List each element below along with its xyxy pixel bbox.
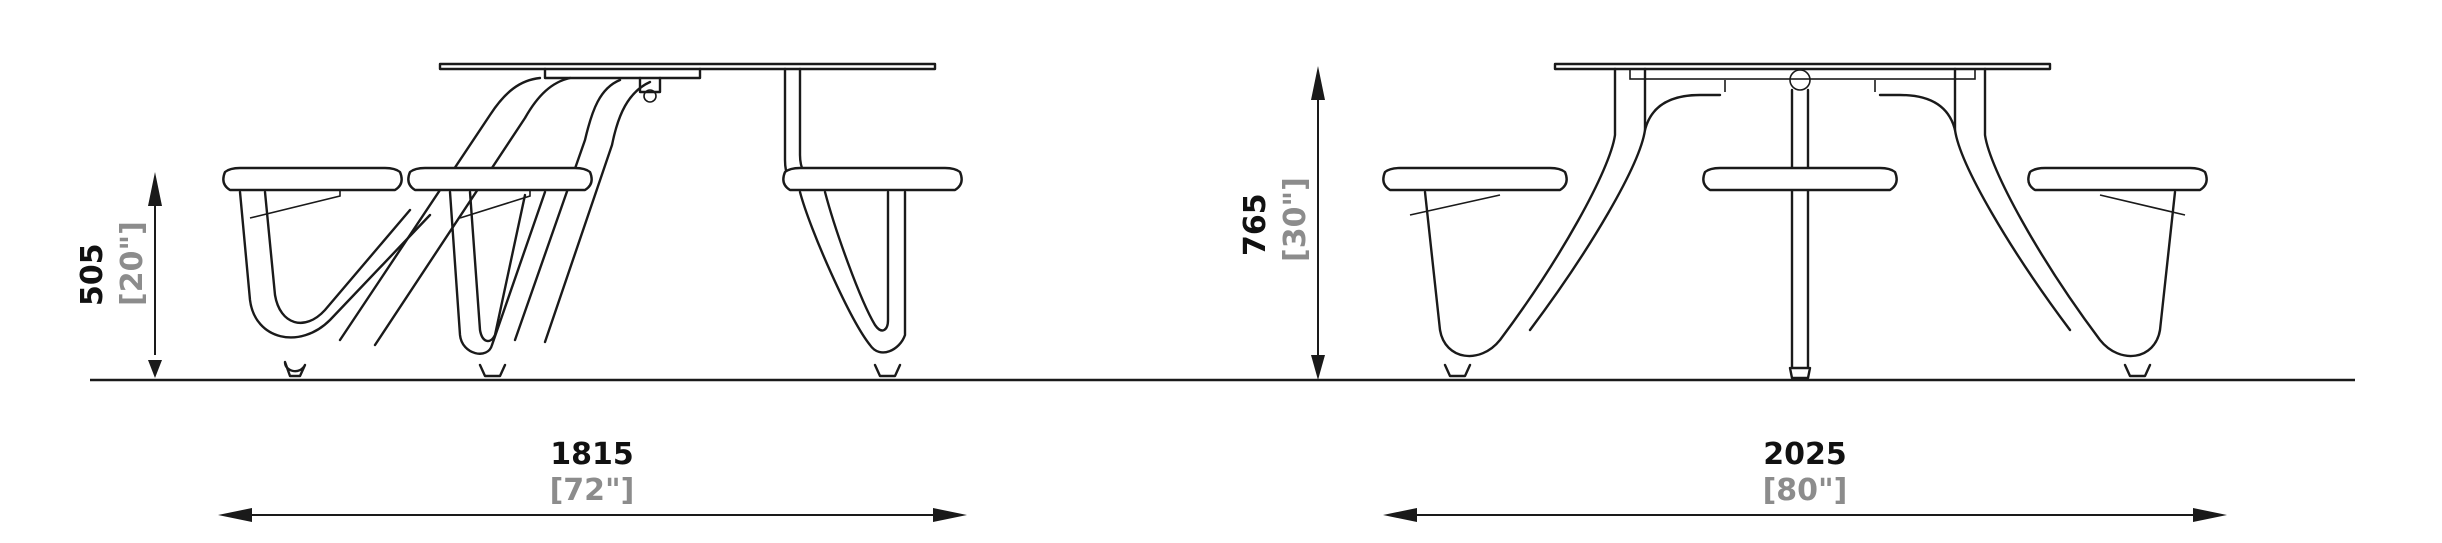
dimension-table-height: 765 [30"] [1238,66,1325,380]
center-hub [1789,69,1811,91]
seat-left-2 [407,166,593,378]
end-length-inch: [80"] [1763,473,1848,508]
seat-height-inch: [20"] [115,221,150,306]
seat-end-center [1702,166,1898,192]
top-bracket [543,67,702,80]
end-elevation-view [1382,62,2208,380]
table-height-mm: 765 [1238,193,1273,256]
side-length-mm: 1815 [550,437,634,472]
table-height-inch: [30"] [1278,177,1313,262]
diagonal-leg-rear [513,78,622,342]
center-pole [1790,88,1810,370]
end-frame-left [1423,67,1617,358]
seat-left-3 [782,166,963,378]
side-elevation-view [222,62,963,378]
dimension-side-length: 1815 [72"] [218,437,967,522]
side-length-inch: [72"] [550,473,635,508]
end-frame-right [1983,67,2177,358]
end-length-mm: 2025 [1763,437,1847,472]
dimension-end-length: 2025 [80"] [1383,437,2227,522]
seat-end-left [1382,166,1568,192]
diagonal-leg-front [338,76,542,342]
seat-height-mm: 505 [75,243,110,306]
dimension-seat-height: 505 [20"] [75,172,162,378]
seat-left-1 [222,166,432,378]
seat-end-right [2027,166,2208,192]
table-top-side [438,62,937,71]
